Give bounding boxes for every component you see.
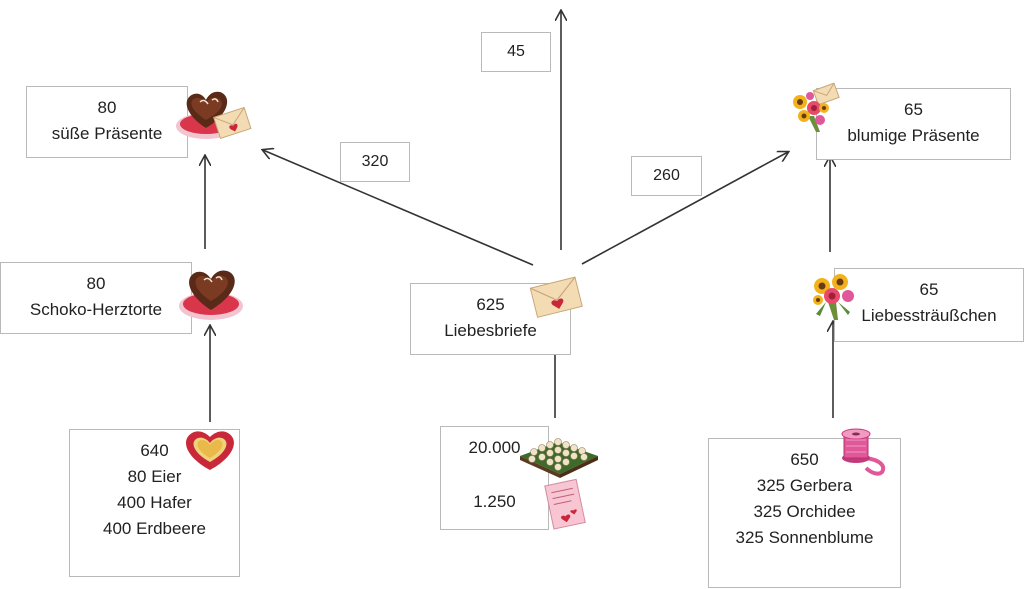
edge-label-to-blumig-text: 260: [653, 167, 680, 184]
node-name: Schoko-Herztorte: [29, 300, 163, 319]
ingredient-line: 325 Sonnenblume: [735, 528, 874, 547]
heart-baking-tin-icon: [186, 431, 234, 470]
love-note-paper-icon: [544, 478, 586, 530]
node-amount: 640: [140, 441, 169, 460]
pink-ribbon-spool-icon: [841, 428, 886, 476]
love-letter-envelope-icon: [529, 276, 583, 318]
arrow-briefe-to-blumig: [581, 152, 788, 265]
node-liebesstraeusschen: 65 Liebessträußchen: [834, 268, 1024, 342]
ingredient-line: 80 Eier: [127, 467, 182, 486]
node-suesse-praesente: 80 süße Präsente: [26, 86, 188, 158]
node-zutaten-strauss: 650 325 Gerbera 325 Orchidee 325 Sonnenb…: [708, 438, 901, 588]
edge-label-to-suess-text: 320: [361, 153, 389, 170]
node-amount: 80: [97, 98, 117, 117]
chocolate-heart-cake-icon: [179, 270, 243, 320]
node-briefmaterial: 20.000 1.250: [440, 426, 549, 530]
arrow-briefe-to-suess: [263, 150, 534, 266]
ingredient-line: 325 Orchidee: [753, 502, 856, 521]
node-name: süße Präsente: [51, 124, 163, 143]
ingredient-line: 325 Gerbera: [756, 476, 853, 495]
node-blumige-praesente: 65 blumige Präsente: [816, 88, 1011, 160]
chocolate-heart-cake-with-letter-icon: [176, 91, 252, 139]
edge-label-up: 45: [481, 32, 551, 72]
edge-label-up-text: 45: [507, 43, 525, 60]
material-line-1: 20.000: [468, 438, 521, 457]
node-schoko-herztorte: 80 Schoko-Herztorte: [0, 262, 192, 334]
ingredient-line: 400 Hafer: [117, 493, 192, 512]
node-name: blumige Präsente: [847, 126, 980, 145]
bouquet-with-letter-icon: [793, 82, 840, 132]
sunflower-bouquet-icon: [813, 274, 854, 320]
node-amount: 65: [919, 280, 939, 299]
node-amount: 625: [476, 295, 505, 314]
ingredient-line: 400 Erdbeere: [102, 519, 207, 538]
edge-label-to-suess: 320: [340, 142, 410, 182]
node-name: Liebessträußchen: [861, 306, 997, 325]
node-name: Liebesbriefe: [444, 321, 537, 340]
node-amount: 650: [790, 450, 819, 469]
flower-field-icon: [520, 438, 598, 478]
material-line-2: 1.250: [473, 492, 516, 511]
node-amount: 80: [86, 274, 106, 293]
edge-label-to-blumig: 260: [631, 156, 702, 196]
node-amount: 65: [904, 100, 923, 119]
